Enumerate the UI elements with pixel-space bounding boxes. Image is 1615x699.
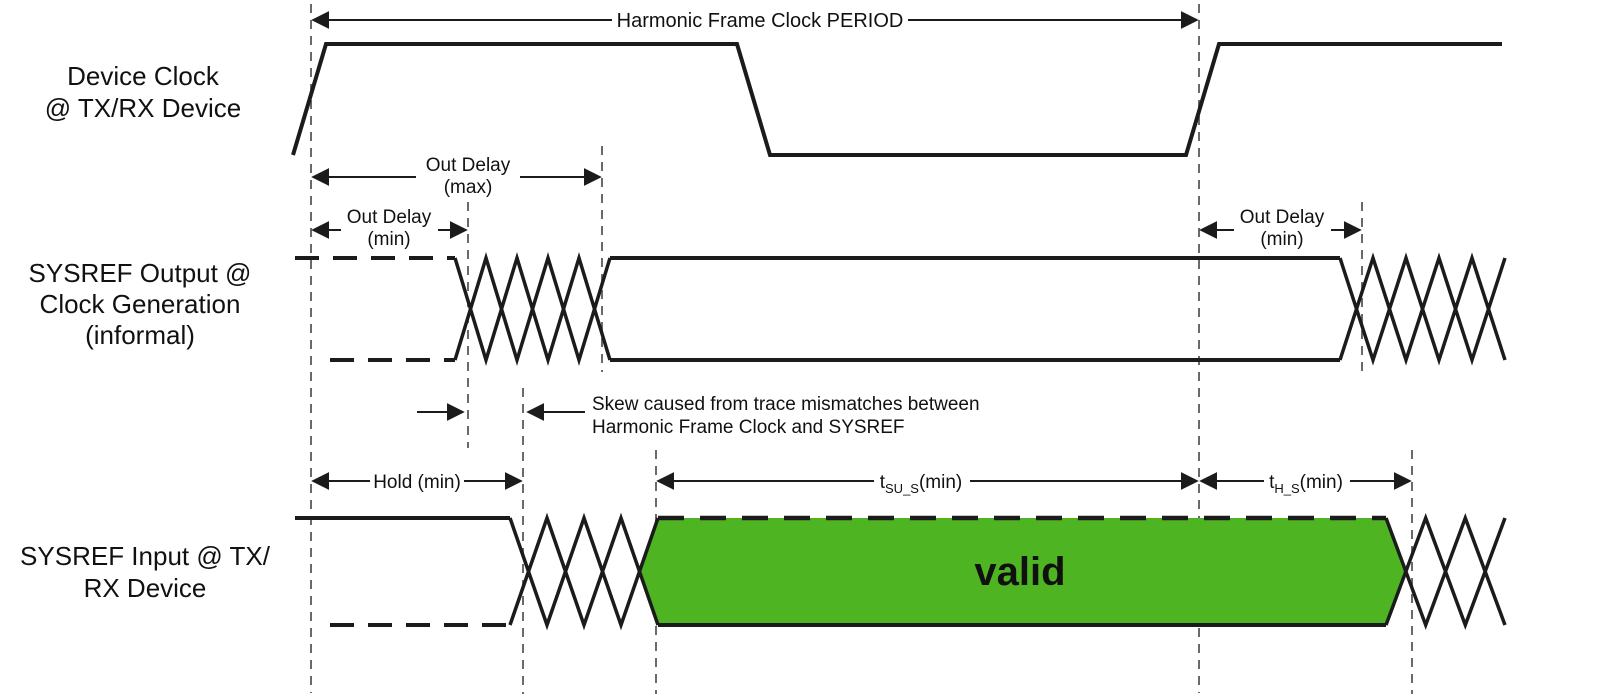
sysref-output-label-line3: (informal) [85, 320, 195, 350]
t-h-annotation: tH_S(min) [1199, 468, 1412, 496]
out-delay-min-left-annotation: Out Delay (min) [311, 206, 468, 252]
out-delay-min-left-label-bg [341, 206, 438, 252]
t-h-label-bg [1264, 468, 1350, 494]
skew-label-line2: Harmonic Frame Clock and SYSREF [592, 417, 905, 438]
valid-region [639, 518, 1405, 625]
t-su-label-bg [874, 468, 970, 494]
out-delay-min-right-label-line1: Out Delay [1240, 207, 1325, 228]
sysref-output-crosshatch-right [1338, 252, 1507, 366]
device-clock-label-line2: @ TX/RX Device [45, 93, 241, 123]
sysref-input-label-line1: SYSREF Input @ TX/ [20, 541, 271, 571]
out-delay-max-label-bg [416, 153, 520, 201]
t-su-label: tSU_S(min) [880, 472, 963, 496]
out-delay-min-left-label-line2: (min) [367, 229, 410, 250]
out-delay-min-right-annotation: Out Delay (min) [1199, 206, 1362, 252]
sysref-output-label-line1: SYSREF Output @ [29, 258, 252, 288]
out-delay-min-right-label-bg [1234, 206, 1331, 252]
valid-label: valid [974, 550, 1065, 594]
period-label: Harmonic Frame Clock PERIOD [617, 10, 904, 32]
out-delay-max-annotation: Out Delay (max) [311, 153, 602, 201]
out-delay-max-label-line1: Out Delay [426, 155, 511, 176]
sysref-input-label-line2: RX Device [84, 573, 207, 603]
out-delay-min-right-label-line2: (min) [1260, 229, 1303, 250]
skew-annotation: Skew caused from trace mismatches betwee… [417, 394, 980, 438]
device-clock-row: Device Clock @ TX/RX Device Harmonic Fra… [45, 7, 1502, 157]
sysref-input-crosshatch-right [1384, 512, 1507, 631]
device-clock-waveform [291, 42, 1502, 157]
hold-min-label-bg [370, 468, 464, 494]
skew-label-line1: Skew caused from trace mismatches betwee… [592, 394, 980, 415]
sysref-output-crosshatch-left [453, 251, 612, 367]
sysref-output-row: SYSREF Output @ Clock Generation (inform… [29, 153, 1507, 438]
sysref-input-crosshatch-left [508, 512, 660, 631]
hold-min-label: Hold (min) [373, 472, 461, 493]
sysref-input-row: valid SYSREF Input @ TX/ RX Device Hold … [20, 468, 1507, 631]
t-su-annotation: tSU_S(min) [656, 468, 1199, 496]
t-h-label: tH_S(min) [1269, 472, 1343, 496]
out-delay-min-left-label-line1: Out Delay [347, 207, 432, 228]
period-label-bg [612, 7, 908, 31]
out-delay-max-label-line2: (max) [444, 177, 493, 198]
hold-min-annotation: Hold (min) [311, 468, 523, 494]
device-clock-label-line1: Device Clock [67, 61, 220, 91]
sysref-output-label-line2: Clock Generation [40, 289, 241, 319]
period-annotation: Harmonic Frame Clock PERIOD [311, 7, 1199, 32]
